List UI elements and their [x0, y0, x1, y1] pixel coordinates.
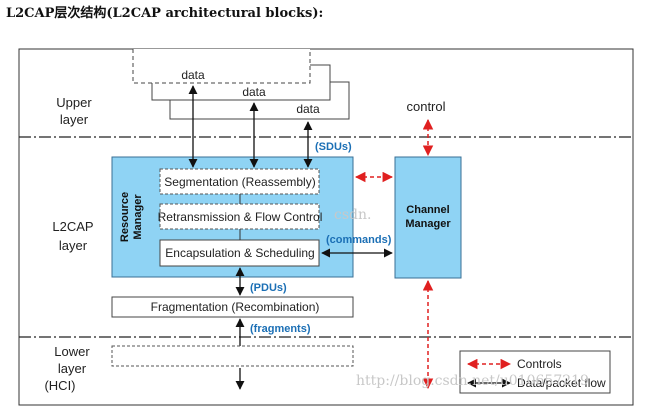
diagram-caption: L2CAP层次结构(L2CAP architectural blocks): — [6, 6, 324, 21]
upper-layer-label: Upper — [56, 95, 92, 110]
l2cap-layer-label: L2CAP — [52, 219, 93, 234]
fragments-label: (fragments) — [250, 323, 311, 335]
commands-label: (commands) — [326, 234, 392, 246]
l2cap-layer-label-2: layer — [59, 238, 88, 253]
control-label: control — [406, 99, 445, 114]
legend-data-label: Data/packet flow — [517, 376, 606, 390]
channel-manager-label: Channel — [406, 204, 449, 216]
data-box-2 — [151, 64, 331, 101]
sdus-label: (SDUs) — [315, 141, 352, 153]
pdus-label: (PDUs) — [250, 282, 287, 294]
data-label-1: data — [181, 68, 205, 82]
hci-label: (HCI) — [44, 378, 75, 393]
data-label-3: data — [296, 102, 320, 116]
channel-manager-label-2: Manager — [405, 218, 451, 230]
segmentation-box — [159, 168, 320, 195]
channel-manager-box — [394, 156, 462, 279]
retransmission-box — [159, 203, 320, 230]
outer-frame — [18, 48, 634, 406]
segmentation-label: Segmentation (Reassembly) — [164, 175, 315, 189]
watermark-center: csdn. — [334, 207, 371, 223]
data-label-2: data — [242, 85, 266, 99]
lower-layer-label: Lower — [54, 344, 90, 359]
data-box-3 — [169, 81, 350, 120]
upper-layer-label-2: layer — [60, 112, 89, 127]
watermark-bottom: http://blog.csdn.net/u010657219 — [356, 373, 589, 389]
data-box-1 — [132, 49, 311, 84]
encapsulation-box — [159, 239, 320, 267]
encapsulation-label: Encapsulation & Scheduling — [165, 246, 314, 260]
resource-manager-title-2: Manager — [132, 194, 144, 240]
legend-controls-label: Controls — [517, 357, 562, 371]
lower-layer-label-2: layer — [58, 361, 87, 376]
fragmentation-box — [111, 296, 354, 318]
lower-dashed-box — [111, 345, 354, 367]
retransmission-label: Retransmission & Flow Control — [158, 210, 323, 224]
fragmentation-label: Fragmentation (Recombination) — [151, 300, 320, 314]
resource-manager-title: Resource — [119, 192, 131, 242]
